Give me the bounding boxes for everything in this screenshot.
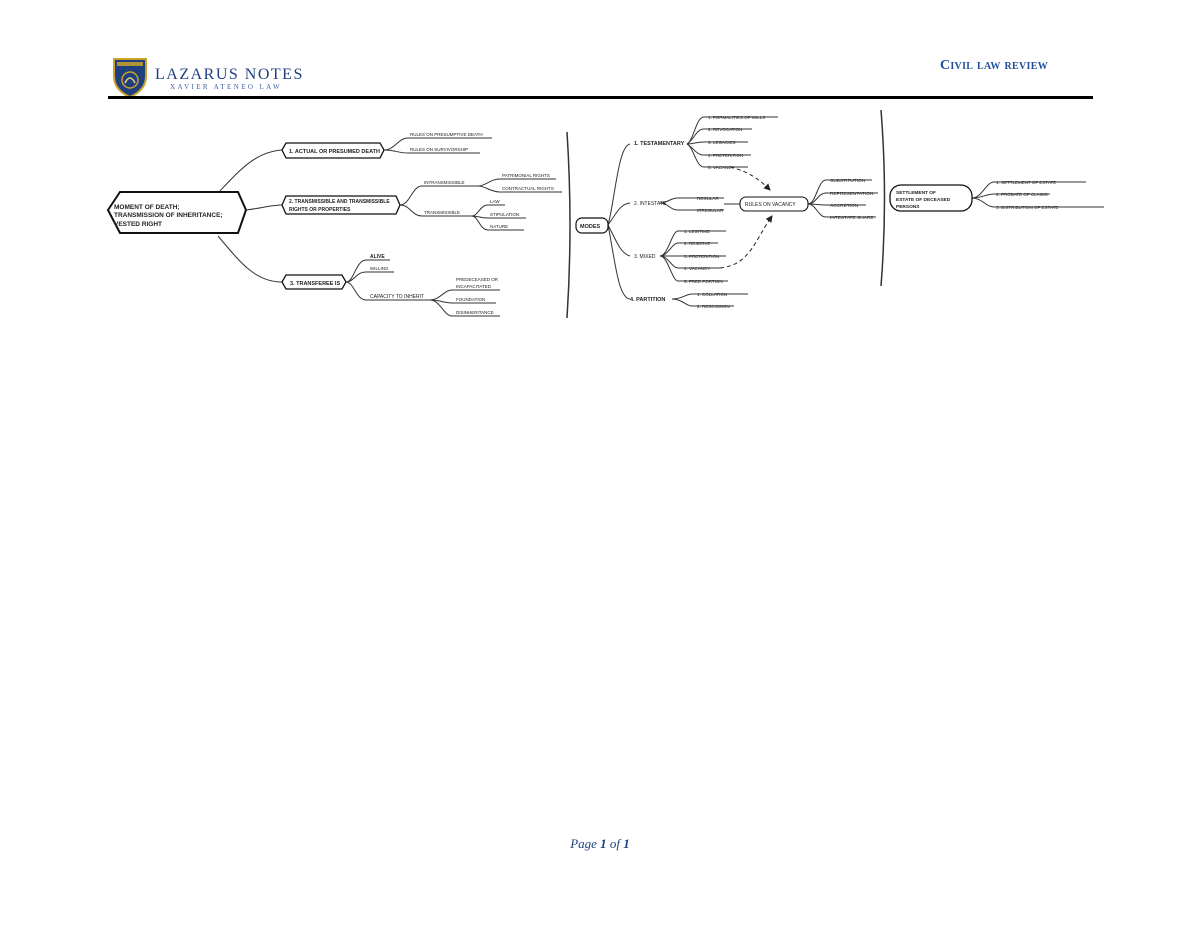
settlement-child-2: 2. PROBATE OF CLAIMS	[996, 192, 1048, 197]
branch2-label-2: RIGHTS OR PROPERTIES	[289, 207, 351, 213]
logo-subtitle: XAVIER ATENEO LAW	[170, 83, 283, 91]
root-line-3: VESTED RIGHT	[114, 221, 162, 228]
transmissible-child-1: LAW	[490, 199, 500, 204]
mixed-child-2: 2. RESERVE	[684, 241, 710, 246]
settlement-node-box	[889, 184, 973, 212]
branch3-node-box	[281, 274, 347, 290]
intestate-child-1: REGULAR	[697, 196, 720, 201]
branch1-child-1: RULES ON PRESUMPTIVE DEATH	[410, 132, 483, 137]
testamentary-child-1: 1. FORMALITIES OF WILLS	[708, 115, 765, 120]
capacity-child-2: INCAPACITATED	[456, 284, 492, 289]
settlement-label-3: PERSONS	[896, 204, 920, 210]
intestate-label: 2. INTESTATE	[634, 201, 667, 207]
partition-label: 4. PARTITION	[630, 297, 665, 303]
branch1-label: 1. ACTUAL OR PRESUMED DEATH	[289, 149, 380, 155]
header-divider	[108, 96, 1093, 99]
root-node-box	[106, 191, 248, 234]
mixed-child-5: 5. FREE PORTION	[684, 279, 723, 284]
mixed-label: 3. MIXED	[634, 254, 656, 260]
intransmissible-child-2: CONTRACTUAL RIGHTS	[502, 186, 554, 191]
root-line-1: MOMENT OF DEATH;	[114, 204, 180, 211]
mixed-child-4: 4. VACANCY	[684, 266, 710, 271]
settlement-label-1: SETTLEMENT OF	[896, 190, 936, 196]
branch1-node-box	[281, 142, 385, 159]
partition-child-1: 1. COLLATION	[697, 292, 727, 297]
footer-page-number: 1	[600, 836, 607, 851]
branch3-label: 3. TRANSFEREE IS	[290, 281, 340, 287]
mixed-child-1: 1. LEGITIME	[684, 229, 710, 234]
testamentary-child-5: 5. VACANCY	[708, 165, 734, 170]
page-footer: Page 1 of 1	[0, 836, 1200, 852]
modes-node-box	[575, 217, 609, 234]
intransmissible-child-1: PATRIMONIAL RIGHTS	[502, 173, 550, 178]
testamentary-child-4: 4. PRETERITION	[708, 153, 743, 158]
footer-page-total: 1	[623, 836, 630, 851]
mixed-child-3: 3. PRETERITION	[684, 254, 719, 259]
settlement-child-1: 1. SETTLEMENT OF ESTATE	[996, 180, 1056, 185]
vacancy-child-4: INTESTATE SHARE	[830, 215, 874, 221]
vacancy-node-box	[739, 196, 809, 212]
testamentary-label: 1. TESTAMENTARY	[634, 141, 685, 147]
footer-page-word: Page	[570, 836, 597, 851]
footer-of-word: of	[609, 836, 621, 851]
transmissible-child-3: NATURE	[490, 224, 508, 229]
vacancy-child-1: SUBSTITUTION	[830, 178, 866, 184]
capacity-child-4: DISINHERITANCE	[456, 310, 494, 315]
branch2-node-box	[281, 195, 401, 215]
modes-label: MODES	[580, 224, 601, 230]
transmissible-child-2: STIPULATION	[490, 212, 519, 217]
vacancy-child-3: ACCRETION	[830, 203, 859, 209]
branch3-child-alive: ALIVE	[370, 254, 385, 260]
intestate-child-2: IRREGULAR	[697, 208, 724, 213]
partition-child-2: 2. RESCISSION	[697, 304, 730, 309]
transmissible-label: TRANSMISSIBLE	[424, 210, 460, 215]
branch1-child-2: RULES ON SURVIVORSHIP	[410, 147, 468, 152]
root-line-2: TRANSMISSION OF INHERITANCE;	[114, 212, 223, 219]
branch2-label-1: 2. TRANSMISSIBLE AND TRANSMISSIBLE	[289, 199, 390, 205]
settlement-child-3: 3. DISTRIBUTION OF ESTATE	[996, 205, 1058, 210]
arrow-mixed-to-vacancy	[719, 215, 773, 269]
testamentary-child-2: 2. REVOCATION	[708, 127, 742, 132]
capacity-label: CAPACITY TO INHERIT	[370, 294, 424, 300]
vacancy-label: RULES ON VACANCY	[745, 202, 796, 208]
page-title: Civil law review	[939, 58, 1048, 73]
logo-title: LAZARUS NOTES	[155, 66, 304, 83]
vacancy-child-2: REPRESENTATION	[830, 191, 874, 197]
branch3-child-willing: WILLING	[370, 266, 389, 271]
arrow-testamentary-to-vacancy	[729, 166, 771, 191]
settlement-label-2: ESTATE OF DECEASED	[896, 197, 951, 203]
capacity-child-1: PREDECEASED OR	[456, 277, 499, 282]
lazarus-notes-logo: LAZARUS NOTES XAVIER ATENEO LAW	[108, 56, 308, 98]
intransmissible-label: INTRANSMISSIBLE	[424, 180, 465, 185]
testamentary-child-3: 3. LEGACIES	[708, 140, 736, 145]
capacity-child-3: FOUNDATION	[456, 297, 485, 302]
